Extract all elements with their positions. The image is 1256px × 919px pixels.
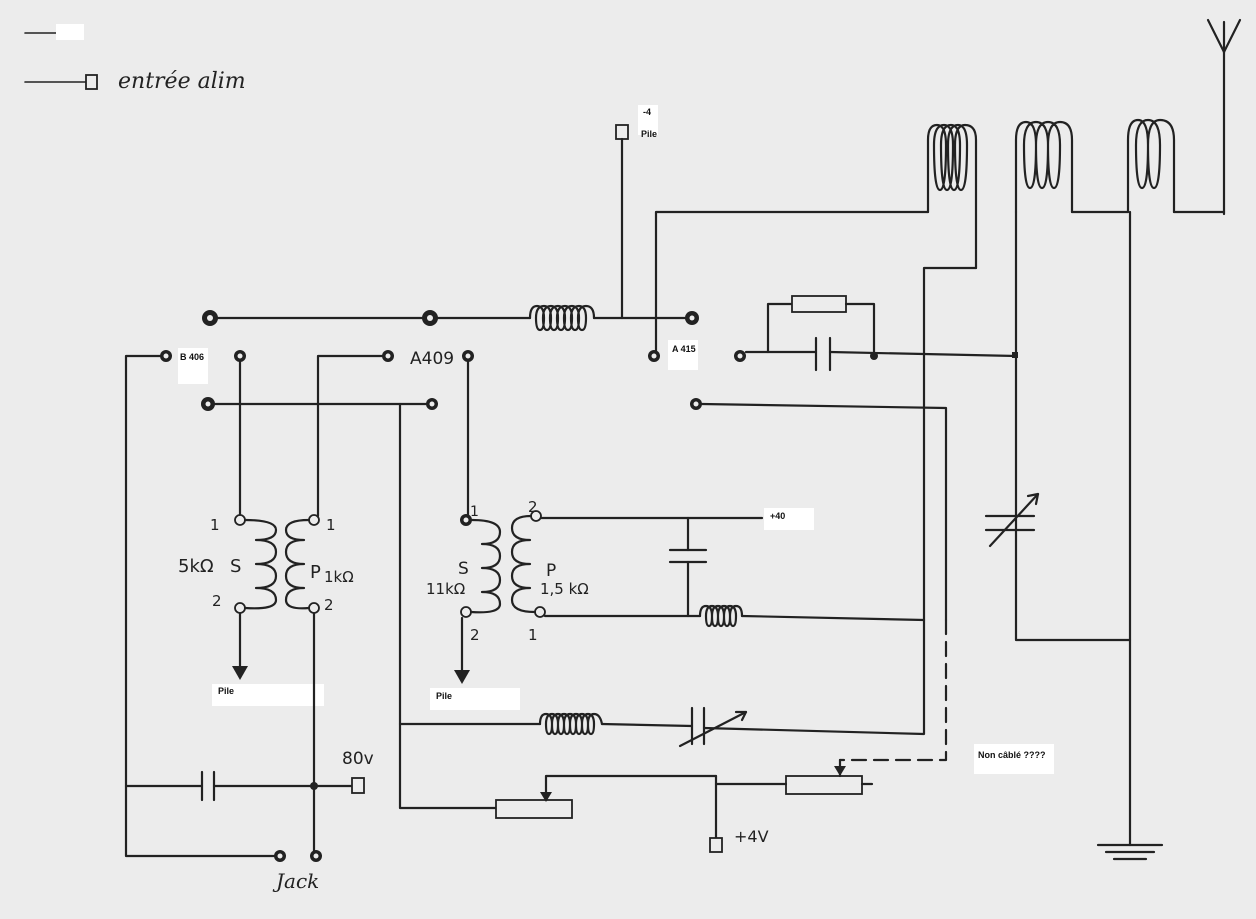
tube-a409-label: A409 xyxy=(410,349,454,369)
tube-terminals xyxy=(160,310,746,411)
tube-b406-label: B 406 xyxy=(180,352,204,362)
pile-pad-icon xyxy=(615,124,629,140)
wire-coil-mid xyxy=(1014,210,1132,642)
grid-leak xyxy=(744,295,1018,372)
terminal xyxy=(690,398,702,410)
plus40-label: +40 xyxy=(770,511,785,521)
wire-regen-return xyxy=(702,618,926,736)
minus4-label: -4 xyxy=(643,107,651,117)
terminal xyxy=(685,311,699,325)
terminal xyxy=(422,310,438,326)
wire-coil-return xyxy=(922,266,978,622)
t1-pin-s2: 2 xyxy=(212,592,222,610)
wire-regen-mid xyxy=(600,722,694,728)
label-80v: 80v xyxy=(342,749,374,769)
variable-capacitor-right xyxy=(984,492,1040,548)
t1-pin-s1: 1 xyxy=(210,516,220,534)
potentiometer-right xyxy=(714,758,874,795)
t2-pile-arrow-icon xyxy=(454,670,470,684)
t2-pin-p1: 1 xyxy=(528,626,538,644)
filament-line xyxy=(208,304,694,332)
pad-80v-icon xyxy=(351,777,365,794)
legend-power-input-label: entrée alim xyxy=(118,69,246,94)
t2-secondary-value: 11kΩ xyxy=(426,580,465,598)
pile-top-label: Pile xyxy=(641,129,657,139)
terminal xyxy=(160,350,172,362)
terminal xyxy=(202,310,218,326)
t2-primary-value: 1,5 kΩ xyxy=(540,580,589,598)
wire-b406-left xyxy=(124,354,278,858)
jack-terminal xyxy=(310,850,322,862)
t1-primary-value: 1kΩ xyxy=(324,568,354,586)
wire-a409-plate xyxy=(316,354,384,518)
jack-terminal xyxy=(274,850,286,862)
t2-pin-p2: 2 xyxy=(528,498,538,516)
grid-leak-resistor xyxy=(791,295,847,313)
t1-secondary-label: S xyxy=(230,556,241,577)
pile-mid-label: Pile xyxy=(436,691,452,701)
regeneration-coil xyxy=(538,712,604,736)
wire-choke-out xyxy=(740,614,926,622)
legend-input-pad-icon xyxy=(85,74,98,90)
tube-a415-label: A 415 xyxy=(672,344,696,354)
not-wired-dashed xyxy=(838,618,948,762)
t2-secondary-label: S xyxy=(458,559,469,579)
jack-label: Jack xyxy=(272,869,319,893)
t2-pin-s1: 1 xyxy=(470,504,479,520)
legend-blank-patch xyxy=(56,24,84,40)
coil-middle xyxy=(1014,120,1074,214)
wire-a415-row2 xyxy=(700,402,948,622)
potentiometer-left xyxy=(495,774,718,819)
coil-left xyxy=(926,123,978,270)
t2-primary-label: P xyxy=(546,561,556,581)
terminal xyxy=(201,397,215,411)
terminal xyxy=(462,350,474,362)
t1-primary-label: P xyxy=(310,562,321,583)
transformer-1: 1 2 1 2 5kΩ S P 1kΩ xyxy=(178,514,354,614)
t1-pin-p2: 2 xyxy=(324,596,334,614)
terminal xyxy=(648,350,660,362)
wire-row2-down xyxy=(398,402,498,810)
coil-right xyxy=(1126,118,1176,214)
battery-minus4: -4 Pile xyxy=(615,105,658,320)
t1-pile-arrow-icon xyxy=(232,666,248,680)
not-wired-note: Non câblé ???? xyxy=(978,750,1046,760)
legend: entrée alim xyxy=(24,24,246,94)
terminal xyxy=(382,350,394,362)
terminal xyxy=(734,350,746,362)
t1-secondary-value: 5kΩ xyxy=(178,556,214,577)
rf-choke xyxy=(698,604,744,628)
plus4v-label: +4V xyxy=(734,827,769,846)
t2-pin-s2: 2 xyxy=(470,626,480,644)
antenna-icon xyxy=(1206,18,1242,216)
terminal xyxy=(426,398,438,410)
pad-plus4v-icon xyxy=(709,837,723,853)
terminal xyxy=(234,350,246,362)
pile-left-label: Pile xyxy=(218,686,234,696)
ground-icon xyxy=(1096,843,1164,861)
transformer-2: 1 2 2 1 S 11kΩ P 1,5 kΩ xyxy=(426,498,589,644)
t1-pin-p1: 1 xyxy=(326,516,336,534)
wire-a415-grid-coil xyxy=(654,210,930,354)
